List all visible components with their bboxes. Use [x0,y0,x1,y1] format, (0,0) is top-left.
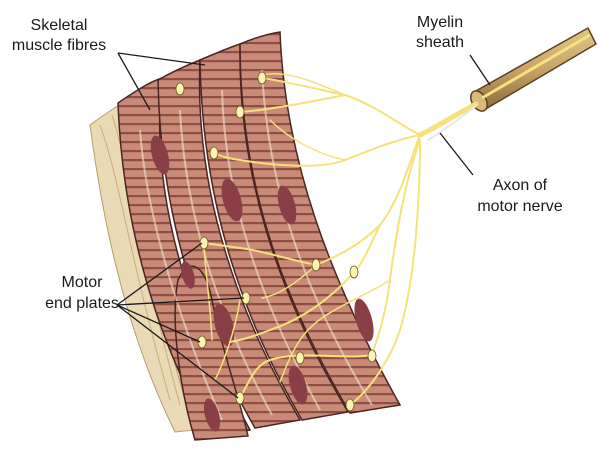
end-plate [176,83,184,95]
end-plate [258,72,266,84]
end-plate [368,350,376,362]
end-plate [350,266,358,278]
end-plate [346,399,354,411]
myelin-sheath [467,28,596,114]
label-axon-of-motor-nerve-line1: Axon of [493,177,548,194]
end-plate [296,352,304,364]
label-motor-end-plates-line2: end plates [45,295,119,312]
label-myelin-sheath-line2: sheath [416,34,464,51]
label-skeletal-muscle-fibres-line1: Skeletal [31,17,88,34]
label-skeletal-muscle-fibres-line2: muscle fibres [12,37,106,54]
label-myelin-sheath-line1: Myelin [417,14,463,31]
label-axon-of-motor-nerve-line2: motor nerve [477,198,562,215]
end-plate [236,106,244,118]
end-plate [312,259,320,271]
label-motor-end-plates-line1: Motor [62,274,104,291]
end-plate [210,147,218,159]
